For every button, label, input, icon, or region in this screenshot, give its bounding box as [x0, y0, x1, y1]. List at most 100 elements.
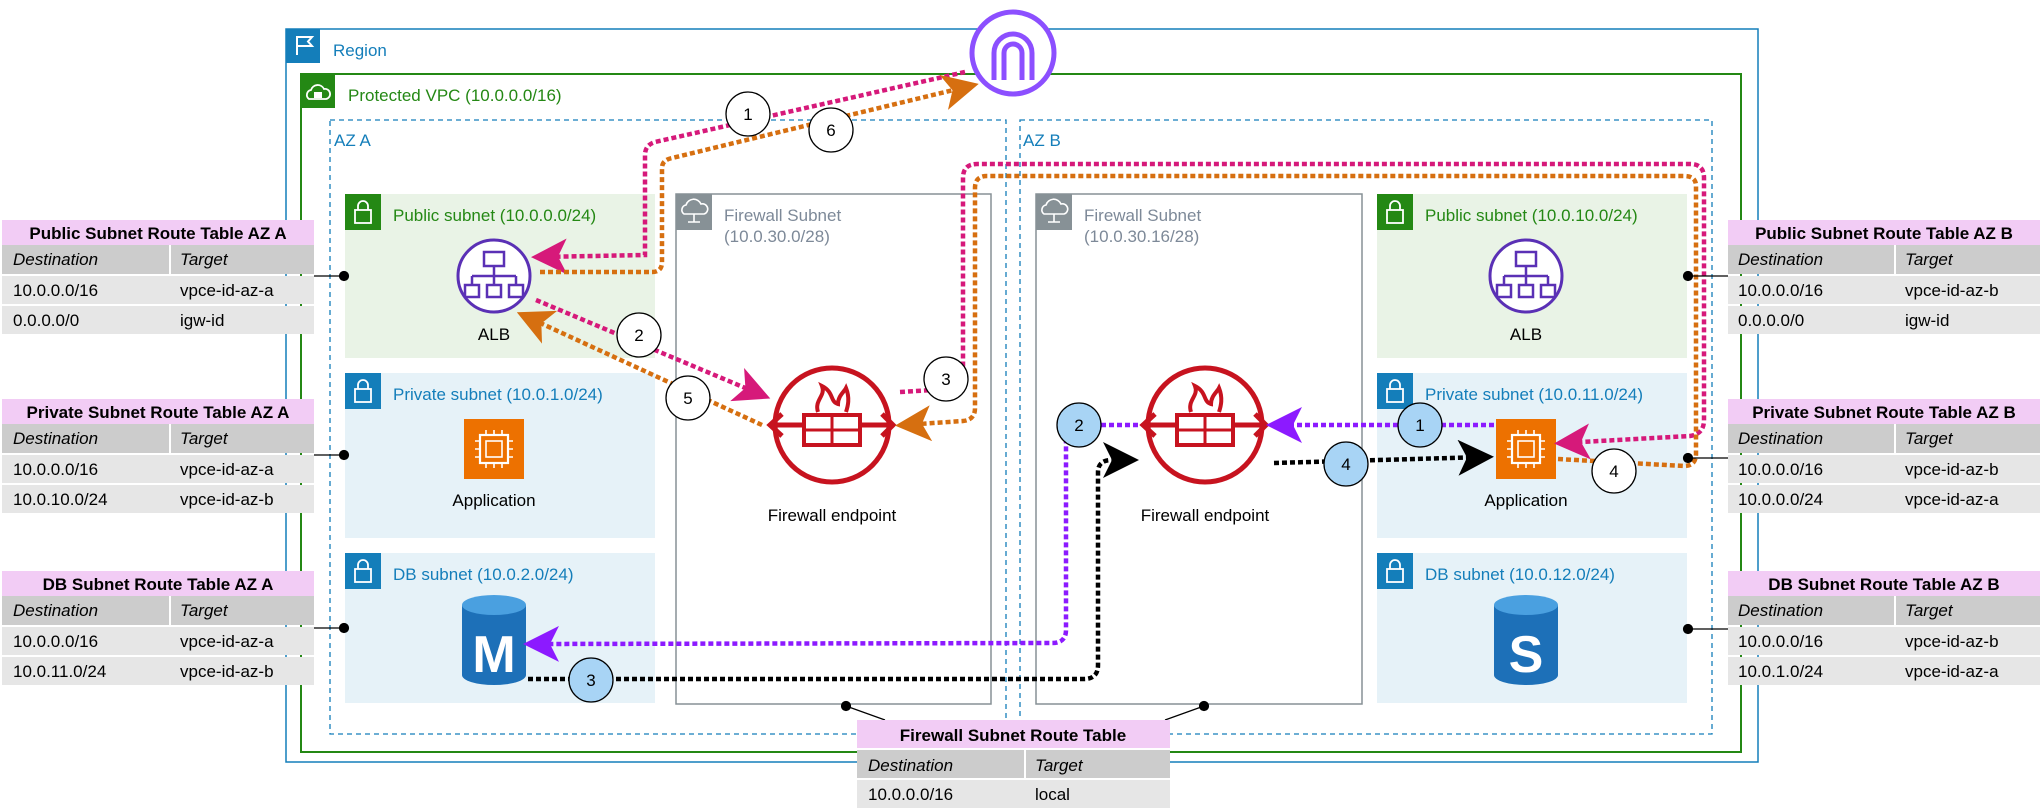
az-b-box	[1019, 119, 1713, 735]
svg-text:Destination: Destination	[1738, 601, 1823, 620]
svg-text:10.0.0.0/16: 10.0.0.0/16	[13, 632, 98, 651]
svg-text:4: 4	[1341, 455, 1350, 474]
svg-text:2: 2	[1074, 416, 1083, 435]
az-a-box	[329, 119, 1007, 735]
db-subnet-b-label: DB subnet (10.0.12.0/24)	[1425, 565, 1615, 584]
ec2-instance-icon	[464, 419, 524, 479]
load-balancer-icon	[1488, 238, 1564, 314]
svg-text:Target: Target	[1905, 601, 1954, 620]
svg-text:vpce-id-az-b: vpce-id-az-b	[1905, 632, 1999, 651]
svg-text:10.0.11.0/24: 10.0.11.0/24	[13, 662, 106, 681]
svg-text:Destination: Destination	[13, 429, 98, 448]
flow-orange-fw-a-to-alb-a	[516, 310, 763, 428]
database-icon: S	[1494, 595, 1558, 685]
firewall-endpoint-b-label: Firewall endpoint	[1141, 506, 1270, 525]
svg-text:10.0.10.0/24: 10.0.10.0/24	[13, 490, 108, 509]
svg-text:Target: Target	[1035, 756, 1084, 775]
route-table-public-a: Public Subnet Route Table AZ A Destinati…	[2, 220, 314, 334]
step-badge-orange-6: 6	[808, 107, 854, 153]
route-table-db-b: DB Subnet Route Table AZ B Destination T…	[1728, 571, 2040, 686]
svg-text:igw-id: igw-id	[180, 311, 224, 330]
svg-text:4: 4	[1609, 462, 1618, 481]
padlock-icon	[1377, 373, 1413, 409]
svg-text:6: 6	[826, 121, 835, 140]
step-badge-pink-1: 1	[725, 91, 771, 137]
firewall-subnet-b-name: Firewall Subnet	[1084, 206, 1201, 225]
svg-text:Destination: Destination	[868, 756, 953, 775]
svg-text:DB Subnet Route Table AZ B: DB Subnet Route Table AZ B	[1768, 575, 1999, 594]
alb-b-label: ALB	[1510, 325, 1542, 344]
step-badge-pink-3: 3	[923, 356, 969, 402]
svg-text:3: 3	[941, 370, 950, 389]
firewall-subnet-a-cidr: (10.0.30.0/28)	[724, 227, 830, 246]
padlock-icon	[1377, 553, 1413, 589]
flow-black-db-a-to-fw-b	[528, 442, 1139, 682]
route-table-private-b: Private Subnet Route Table AZ B Destinat…	[1728, 399, 2040, 514]
svg-text:1: 1	[1415, 416, 1424, 435]
private-subnet-a-label: Private subnet (10.0.1.0/24)	[393, 385, 603, 404]
svg-text:2: 2	[634, 326, 643, 345]
public-subnet-b-label: Public subnet (10.0.10.0/24)	[1425, 206, 1638, 225]
cloud-lock-icon	[301, 74, 335, 108]
app-b-label: Application	[1484, 491, 1567, 510]
svg-text:0.0.0.0/0: 0.0.0.0/0	[1738, 311, 1804, 330]
route-table-private-a: Private Subnet Route Table AZ A Destinat…	[2, 399, 314, 514]
flow-orange-alb-a-to-igw	[540, 74, 979, 275]
svg-text:local: local	[1035, 785, 1070, 804]
step-badge-purple-2: 2	[1056, 402, 1102, 448]
private-subnet-b-label: Private subnet (10.0.11.0/24)	[1425, 385, 1643, 404]
svg-text:DB Subnet Route Table AZ A: DB Subnet Route Table AZ A	[43, 575, 274, 594]
svg-text:10.0.0.0/16: 10.0.0.0/16	[1738, 460, 1823, 479]
cloud-network-icon	[676, 194, 712, 230]
svg-text:vpce-id-az-a: vpce-id-az-a	[180, 460, 274, 479]
svg-text:10.0.0.0/16: 10.0.0.0/16	[13, 281, 98, 300]
svg-text:igw-id: igw-id	[1905, 311, 1949, 330]
step-badge-pink-4-b: 4	[1591, 448, 1637, 494]
svg-text:Private Subnet Route Table AZ: Private Subnet Route Table AZ B	[1752, 403, 2016, 422]
step-badge-black-4: 4	[1323, 441, 1369, 487]
svg-text:Destination: Destination	[1738, 250, 1823, 269]
step-badge-purple-1: 1	[1397, 402, 1443, 448]
svg-text:10.0.0.0/16: 10.0.0.0/16	[13, 460, 98, 479]
network-firewall-icon	[1139, 365, 1270, 485]
svg-text:Target: Target	[1905, 429, 1954, 448]
route-table-firewall: Firewall Subnet Route Table Destination …	[857, 720, 1170, 808]
firewall-subnet-a-name: Firewall Subnet	[724, 206, 841, 225]
region-label: Region	[333, 41, 387, 60]
svg-text:Target: Target	[180, 429, 229, 448]
svg-text:Private Subnet Route Table AZ: Private Subnet Route Table AZ A	[27, 403, 290, 422]
internet-gateway-icon	[969, 9, 1057, 97]
flow-orange-app-b-to-fw-a	[895, 173, 1699, 469]
route-table-public-b: Public Subnet Route Table AZ B Destinati…	[1728, 220, 2040, 334]
svg-text:vpce-id-az-b: vpce-id-az-b	[180, 662, 274, 681]
svg-text:3: 3	[586, 671, 595, 690]
cloud-network-icon	[1036, 194, 1072, 230]
svg-text:10.0.0.0/24: 10.0.0.0/24	[1738, 490, 1823, 509]
route-table-db-a: DB Subnet Route Table AZ A Destination T…	[2, 571, 314, 686]
svg-text:5: 5	[683, 389, 692, 408]
svg-text:1: 1	[743, 105, 752, 124]
padlock-icon	[345, 553, 381, 589]
svg-text:Destination: Destination	[13, 250, 98, 269]
svg-text:10.0.0.0/16: 10.0.0.0/16	[1738, 281, 1823, 300]
padlock-icon	[345, 194, 381, 230]
az-b-label: AZ B	[1023, 131, 1061, 150]
svg-text:vpce-id-az-b: vpce-id-az-b	[1905, 281, 1999, 300]
alb-a-label: ALB	[478, 325, 510, 344]
svg-text:0.0.0.0/0: 0.0.0.0/0	[13, 311, 79, 330]
flow-purple-fw-b-to-db-a	[523, 422, 1138, 662]
db-a-glyph: M	[472, 626, 515, 684]
svg-text:Destination: Destination	[13, 601, 98, 620]
svg-text:vpce-id-az-b: vpce-id-az-b	[180, 490, 274, 509]
az-a-label: AZ A	[334, 131, 372, 150]
svg-text:Destination: Destination	[1738, 429, 1823, 448]
db-b-glyph: S	[1509, 626, 1544, 684]
flow-black-fw-b-to-app-b	[1273, 439, 1494, 476]
public-subnet-a-label: Public subnet (10.0.0.0/24)	[393, 206, 596, 225]
svg-text:Public Subnet Route Table AZ B: Public Subnet Route Table AZ B	[1755, 224, 2013, 243]
svg-text:vpce-id-az-b: vpce-id-az-b	[1905, 460, 1999, 479]
svg-text:Target: Target	[180, 601, 229, 620]
svg-text:vpce-id-az-a: vpce-id-az-a	[180, 281, 274, 300]
svg-text:10.0.1.0/24: 10.0.1.0/24	[1738, 662, 1823, 681]
